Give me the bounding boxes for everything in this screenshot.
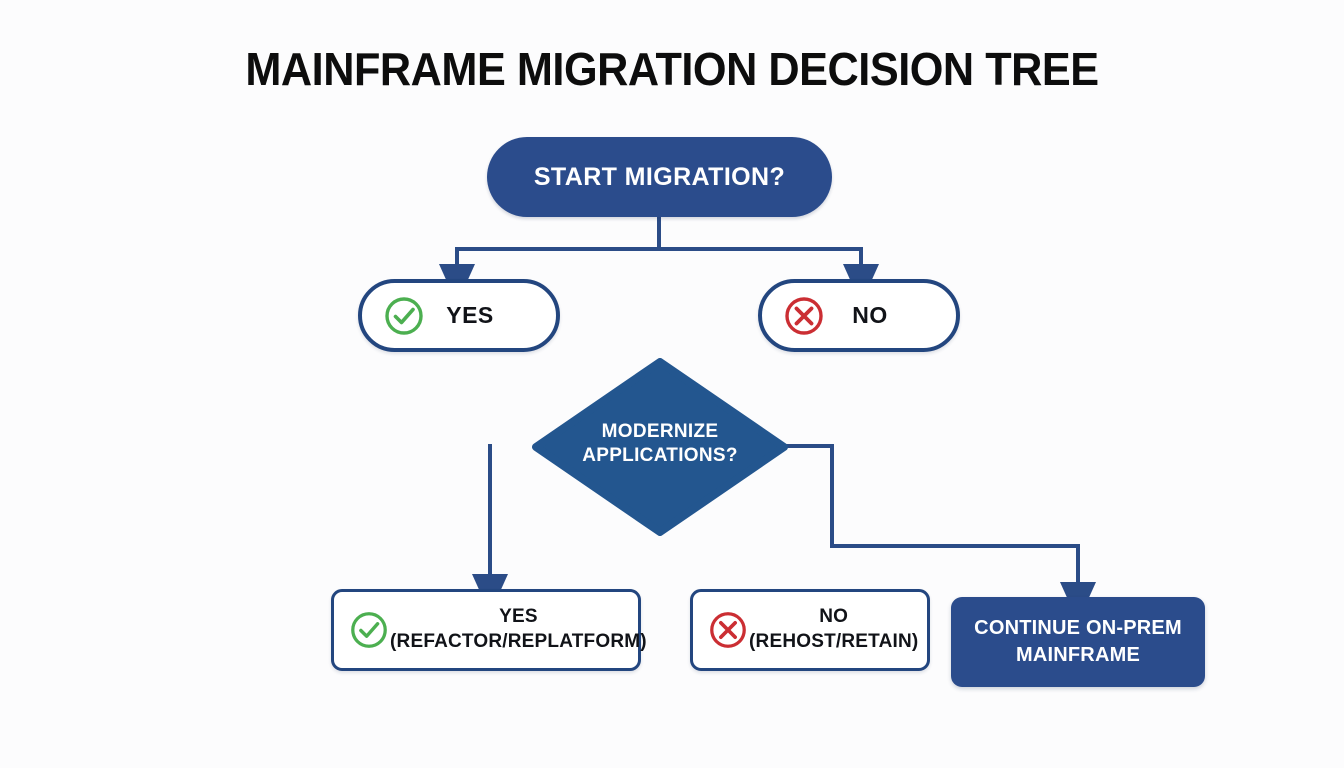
node-no-level2-line1: NO	[819, 606, 849, 628]
node-start-label: START MIGRATION?	[533, 162, 786, 191]
node-decision-line1: MODERNIZE	[601, 421, 719, 442]
node-continue-line2: MAINFRAME	[1015, 644, 1140, 666]
node-no-level2-line2: (REHOST/RETAIN)	[749, 631, 919, 652]
node-yes-level2-line1: YES	[499, 606, 538, 628]
node-decision-label: MODERNIZE APPLICATIONS?	[532, 420, 788, 468]
node-decision-modernize[interactable]: MODERNIZE APPLICATIONS?	[532, 358, 788, 536]
node-yes-level2[interactable]: YES (REFACTOR/REPLATFORM)	[331, 589, 647, 671]
check-circle-icon	[348, 609, 390, 651]
node-yes-level1[interactable]: YES	[358, 279, 560, 352]
node-no-level1[interactable]: NO	[758, 279, 960, 352]
edge-decision-right	[786, 444, 1096, 622]
node-decision-line2: APPLICATIONS?	[582, 444, 738, 466]
diamond-shape	[532, 358, 788, 536]
x-circle-icon	[707, 609, 749, 651]
page-title: MAINFRAME MIGRATION DECISION TREE	[245, 43, 1099, 95]
node-no-level2[interactable]: NO (REHOST/RETAIN)	[690, 589, 930, 671]
node-no-level1-label: NO	[852, 302, 888, 328]
check-circle-icon	[382, 294, 426, 338]
node-continue-label: CONTINUE ON-PREM MAINFRAME	[974, 615, 1182, 669]
node-continue-line1: CONTINUE ON-PREM	[974, 617, 1182, 639]
node-no-level2-label: NO (REHOST/RETAIN)	[749, 605, 936, 654]
node-continue-onprem[interactable]: CONTINUE ON-PREM MAINFRAME	[951, 597, 1205, 687]
node-yes-level2-label: YES (REFACTOR/REPLATFORM)	[390, 605, 665, 654]
node-yes-level2-line2: (REFACTOR/REPLATFORM)	[390, 631, 647, 652]
node-yes-level1-label: YES	[446, 302, 494, 328]
node-start-migration[interactable]: START MIGRATION?	[487, 137, 832, 217]
x-circle-icon	[782, 294, 826, 338]
